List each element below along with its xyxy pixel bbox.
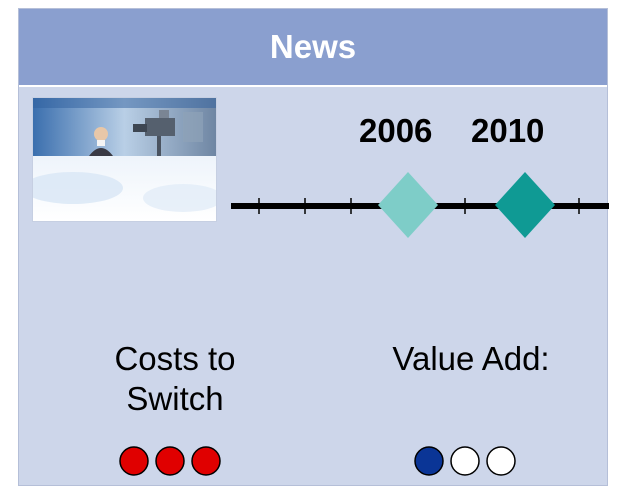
value-rating-dot [486,446,516,476]
timeline [231,172,609,238]
card-title: News [269,28,357,65]
value-rating-dot [414,446,444,476]
value-rating [414,446,516,476]
card-header: News [19,9,607,87]
value-rating-dot [450,446,480,476]
timeline-year-2006: 2006 [359,112,433,149]
marker-2010-diamond [495,172,555,238]
value-label: Value Add: [392,340,550,377]
timeline-year-2010: 2010 [471,112,545,149]
costs-rating-dot [119,446,149,476]
costs-label: Costs to Switch [75,339,275,419]
costs-rating-dot [155,446,185,476]
marker-2006-diamond [378,172,438,238]
costs-rating-dot [191,446,221,476]
news-broadcast-photo-icon [33,98,216,221]
costs-rating [119,446,221,476]
costs-label-line1: Costs to [114,340,236,377]
news-photo [32,97,217,222]
news-card: News [18,8,609,486]
costs-label-line2: Switch [126,380,224,417]
